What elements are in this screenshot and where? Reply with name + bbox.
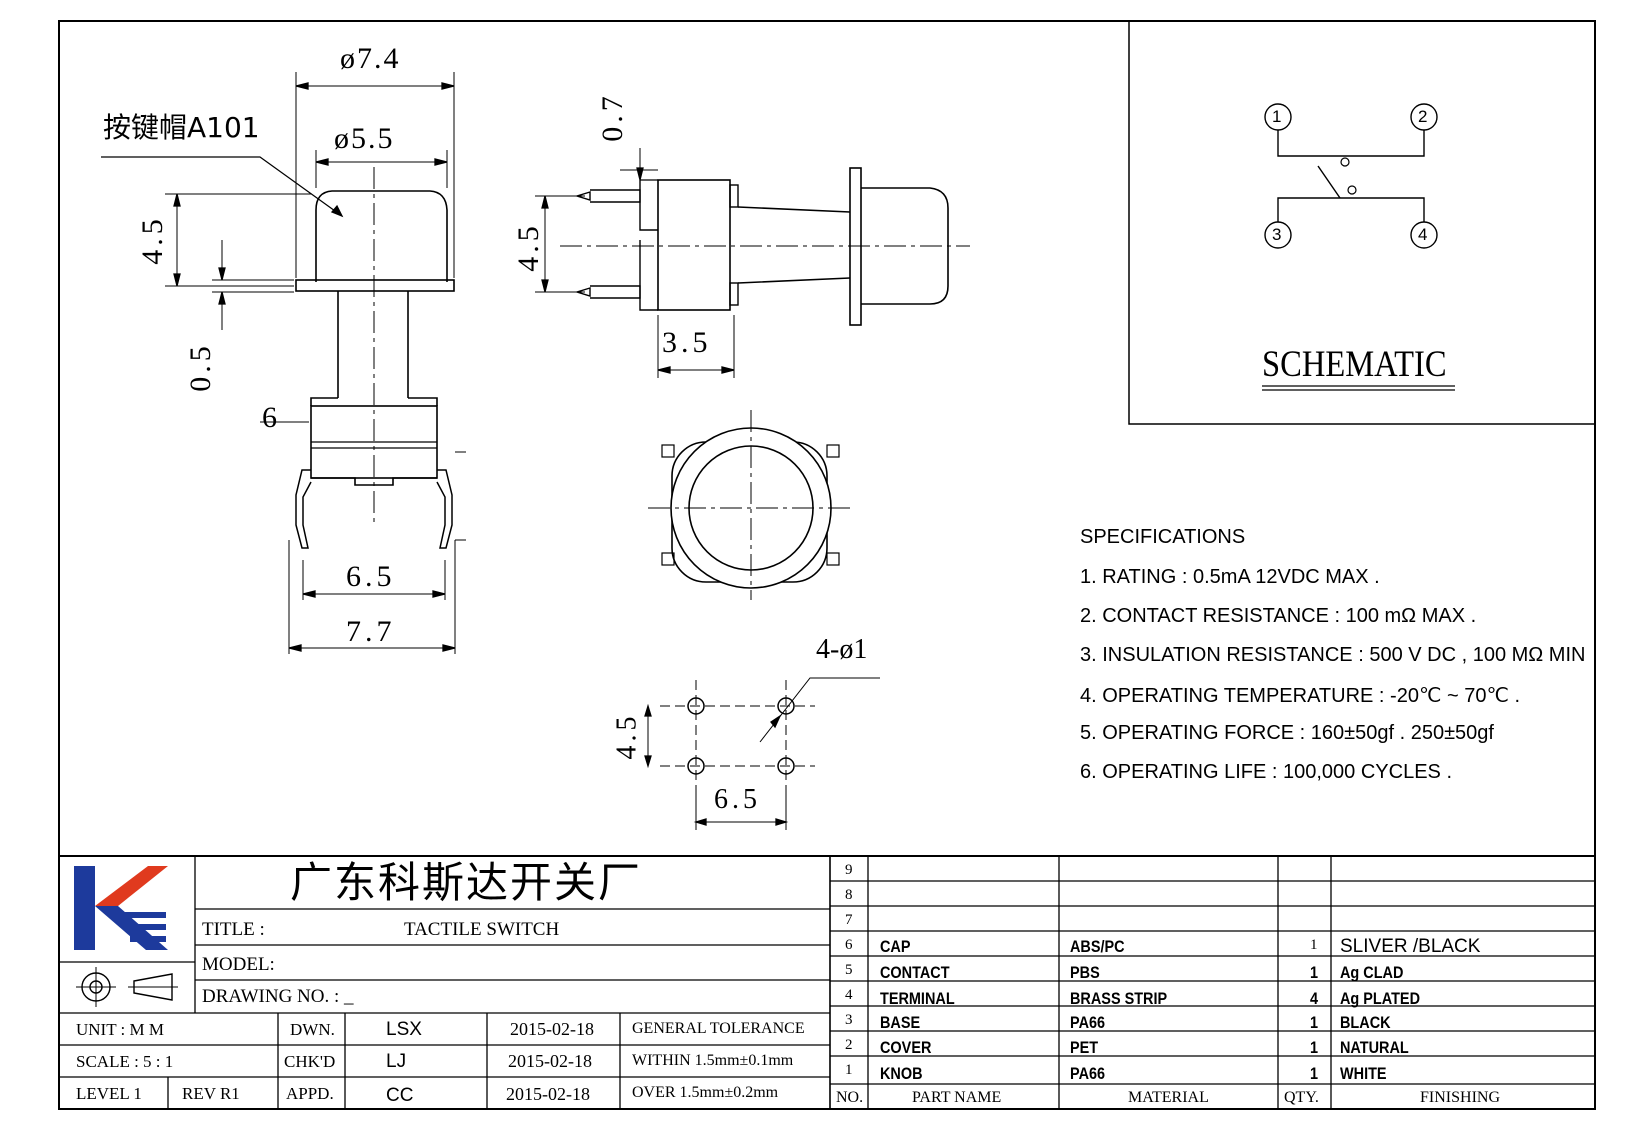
bom-material: PA66 [1070,1013,1106,1032]
dim-top07: 0.7 [595,92,629,142]
schematic-title: SCHEMATIC [1262,344,1447,385]
bom-qty: 1 [1310,963,1319,982]
bom-no: 5 [845,962,853,978]
appd-label: APPD. [286,1084,334,1103]
bom-finishing: SLIVER /BLACK [1340,936,1481,957]
bom-no: 1 [845,1062,853,1078]
bom-finishing: NATURAL [1340,1038,1409,1057]
company-name: 广东科斯达开关厂 [290,858,643,907]
bom-no: 7 [845,912,853,928]
tolerance-heading: GENERAL TOLERANCE [632,1020,805,1037]
cap-label: 按键帽A101 [103,111,260,144]
bom-qty: 1 [1310,1013,1319,1032]
schematic-pin-2: 2 [1418,107,1428,126]
bom-no: 2 [845,1037,853,1053]
spec-item-operating-temperature: 4. OPERATING TEMPERATURE : -20℃ ~ 70℃ . [1080,685,1521,707]
bom-part: TERMINAL [880,989,955,1008]
spec-item-operating-force: 5. OPERATING FORCE : 160±50gf . 250±50gf [1080,722,1494,744]
bom-material: PET [1070,1038,1099,1057]
chkd-label: CHK'D [284,1052,336,1071]
title-value: TACTILE SWITCH [404,919,560,940]
dim-h45-pcb: 4.5 [611,712,643,760]
appd-name: CC [386,1085,414,1106]
unit-label: UNIT : M M [76,1020,164,1039]
bom-material: BRASS STRIP [1070,989,1168,1008]
bom-material: PA66 [1070,1064,1106,1083]
specifications-heading: SPECIFICATIONS [1080,526,1246,548]
bom-qty: 4 [1310,989,1319,1008]
dim-d74: ø7.4 [340,42,401,75]
dim-h05: 0.5 [183,342,217,392]
rev-label: REV R1 [182,1084,240,1103]
schematic-pin-4: 4 [1418,225,1428,244]
spec-item-contact-resistance: 2. CONTACT RESISTANCE : 100 mΩ MAX . [1080,605,1477,627]
dim-w77: 7.7 [346,615,396,648]
spec-item-rating: 1. RATING : 0.5mA 12VDC MAX . [1080,566,1380,588]
scale-label: SCALE : 5 : 1 [76,1052,174,1071]
bom-material: PBS [1070,963,1100,982]
bom-part: BASE [880,1013,921,1032]
bom-header-qty: QTY. [1284,1089,1319,1106]
bom-finishing: Ag PLATED [1340,989,1421,1008]
bom-header-material: MATERIAL [1128,1089,1209,1106]
bom-material: ABS/PC [1070,937,1125,956]
bom-qty: 1 [1310,1064,1319,1083]
schematic-pin-1: 1 [1272,107,1282,126]
bom-finishing: BLACK [1340,1013,1391,1032]
chkd-date: 2015-02-18 [508,1051,592,1071]
tolerance-within: WITHIN 1.5mm±0.1mm [632,1052,794,1069]
dim-w35: 3.5 [662,326,712,359]
bom-no: 4 [845,987,853,1003]
bom-header-finishing: FINISHING [1420,1089,1500,1106]
dim-h45-left: 4.5 [135,215,169,265]
bom-finishing: Ag CLAD [1340,963,1404,982]
dwn-label: DWN. [290,1020,335,1039]
chkd-name: LJ [386,1051,407,1072]
bom-qty: 1 [1310,1038,1319,1057]
bom-no: 8 [845,887,853,903]
dwn-name: LSX [386,1019,422,1040]
bom-finishing: WHITE [1340,1064,1387,1083]
dim-w65: 6.5 [346,560,396,593]
dim-w6: 6 [262,401,277,434]
bom-header-no: NO. [836,1089,864,1106]
model-label: MODEL: [202,954,275,975]
bom-part: CAP [880,937,911,956]
dim-w65-pcb: 6.5 [714,784,761,815]
level-label: LEVEL 1 [76,1084,142,1103]
title-label: TITLE : [202,919,265,940]
drawing-no-label: DRAWING NO. : _ [202,986,354,1007]
dwn-date: 2015-02-18 [510,1019,594,1039]
bom-part: CONTACT [880,963,950,982]
dim-holes: 4-ø1 [816,634,868,665]
tolerance-over: OVER 1.5mm±0.2mm [632,1084,779,1101]
schematic-pin-3: 3 [1272,225,1282,244]
bom-no: 6 [845,937,853,953]
appd-date: 2015-02-18 [506,1084,590,1104]
dim-h45-side: 4.5 [511,222,545,272]
bom-no: 9 [845,862,853,878]
bom-header-part: PART NAME [912,1089,1002,1106]
bom-part: COVER [880,1038,932,1057]
bom-qty: 1 [1310,937,1318,953]
spec-item-insulation-resistance: 3. INSULATION RESISTANCE : 500 V DC , 10… [1080,644,1586,666]
dim-d55: ø5.5 [334,122,395,155]
bom-part: KNOB [880,1064,923,1083]
company-logo [74,864,170,954]
bom-no: 3 [845,1012,853,1028]
spec-item-operating-life: 6. OPERATING LIFE : 100,000 CYCLES . [1080,761,1453,783]
